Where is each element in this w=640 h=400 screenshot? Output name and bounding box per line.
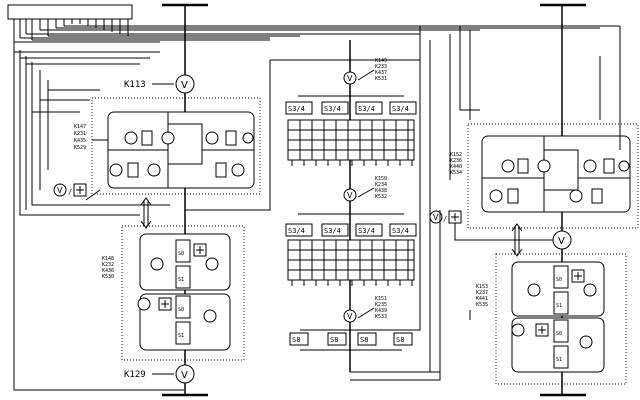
svg-text:S3/4: S3/4 bbox=[324, 227, 341, 235]
center-valve-plus: V / bbox=[429, 210, 560, 241]
right-lower-block: K153 K237 K441 K535 S0 S1 S0 S1 bbox=[469, 253, 627, 385]
svg-text:S0: S0 bbox=[556, 331, 562, 337]
code-label: K440 bbox=[450, 164, 462, 170]
svg-text:S3/4: S3/4 bbox=[324, 105, 341, 113]
code-label: K532 bbox=[375, 194, 387, 200]
code-label: K236 bbox=[450, 158, 462, 164]
code-label: K441 bbox=[476, 296, 488, 302]
svg-text:S0: S0 bbox=[178, 307, 184, 313]
svg-text:S8: S8 bbox=[360, 336, 368, 344]
svg-text:S8: S8 bbox=[292, 336, 300, 344]
k129-label: K129 bbox=[124, 370, 146, 380]
svg-text:S3/4: S3/4 bbox=[288, 105, 305, 113]
k113-label: K113 bbox=[124, 80, 146, 90]
s34-bank-upper: S3/4 S3/4 S3/4 S3/4 bbox=[285, 95, 417, 166]
svg-text:S3/4: S3/4 bbox=[392, 227, 409, 235]
center-top-valve: V K149 K233 K437 K531 bbox=[343, 58, 387, 85]
code-label: K150 bbox=[375, 176, 387, 182]
left-rails bbox=[13, 42, 184, 391]
svg-text:S1: S1 bbox=[556, 303, 562, 309]
svg-text:S0: S0 bbox=[556, 277, 562, 283]
svg-text:S8: S8 bbox=[330, 336, 338, 344]
code-label: K529 bbox=[74, 145, 86, 151]
svg-text:S3/4: S3/4 bbox=[392, 105, 409, 113]
k113-valve: K113 V bbox=[124, 74, 195, 94]
svg-text:S1: S1 bbox=[178, 333, 184, 339]
valve-icon: V bbox=[558, 236, 565, 247]
code-label: K149 bbox=[375, 58, 387, 64]
valve-icon: V bbox=[433, 213, 439, 222]
svg-text:S8: S8 bbox=[396, 336, 404, 344]
left-double-arrow bbox=[140, 197, 152, 229]
code-label: K147 bbox=[74, 124, 86, 130]
k129-valve: K129 V bbox=[124, 364, 195, 384]
code-label: K235 bbox=[375, 302, 387, 308]
svg-text:S3/4: S3/4 bbox=[358, 105, 375, 113]
code-label: K535 bbox=[476, 302, 488, 308]
svg-text:S1: S1 bbox=[178, 277, 184, 283]
center-low-valve: V K151 K235 K439 K533 bbox=[343, 296, 387, 323]
valve-icon: V bbox=[181, 370, 188, 381]
plus-icon bbox=[451, 213, 459, 221]
plus-icon bbox=[76, 186, 84, 194]
code-label: K437 bbox=[375, 70, 387, 76]
code-label: K148 bbox=[102, 256, 114, 262]
code-label: K231 bbox=[74, 131, 86, 137]
svg-text:S1: S1 bbox=[556, 357, 562, 363]
code-label: K151 bbox=[375, 296, 387, 302]
valve-icon: V bbox=[57, 186, 63, 195]
plus-icon bbox=[538, 326, 546, 334]
center-mid-valve: V K150 K234 K438 K532 bbox=[343, 176, 387, 202]
code-label: K531 bbox=[375, 76, 387, 82]
code-label: K534 bbox=[450, 170, 462, 176]
svg-text:S3/4: S3/4 bbox=[358, 227, 375, 235]
code-label: K436 bbox=[102, 268, 114, 274]
left-lower-block: K148 K232 K436 K530 S0 S1 S0 S1 bbox=[102, 225, 245, 361]
valve-icon: V bbox=[347, 312, 353, 321]
code-label: K435 bbox=[74, 138, 86, 144]
valve-icon: V bbox=[347, 191, 353, 200]
svg-text:/: / bbox=[443, 215, 447, 223]
top-left-connector bbox=[7, 4, 620, 43]
code-label: K530 bbox=[102, 274, 114, 280]
connecting-wires bbox=[350, 26, 621, 381]
right-upper-block: K152 K236 K440 K534 bbox=[450, 123, 639, 229]
svg-text:S3/4: S3/4 bbox=[288, 227, 305, 235]
code-label: K152 bbox=[450, 152, 462, 158]
svg-text:S0: S0 bbox=[178, 251, 184, 257]
code-label: K233 bbox=[375, 64, 387, 70]
left-upper-block: K147 K231 K435 K529 bbox=[74, 97, 261, 195]
left-valve-plus: V / bbox=[53, 183, 101, 201]
code-label: K533 bbox=[375, 314, 387, 320]
right-double-arrow bbox=[511, 223, 523, 257]
code-label: K439 bbox=[375, 308, 387, 314]
valve-icon: V bbox=[347, 74, 353, 83]
plus-icon bbox=[161, 300, 169, 308]
s8-row: S8 S8 S8 S8 bbox=[289, 329, 413, 351]
code-label: K153 bbox=[476, 284, 488, 290]
plus-icon bbox=[196, 246, 204, 254]
valve-icon: V bbox=[181, 80, 188, 91]
code-label: K438 bbox=[375, 188, 387, 194]
s34-bank-lower: S3/4 S3/4 S3/4 S3/4 bbox=[285, 213, 417, 286]
code-label: K234 bbox=[375, 182, 387, 188]
plus-icon bbox=[574, 272, 582, 280]
svg-text:/: / bbox=[68, 188, 72, 196]
code-label: K237 bbox=[476, 290, 488, 296]
code-label: K232 bbox=[102, 262, 114, 268]
